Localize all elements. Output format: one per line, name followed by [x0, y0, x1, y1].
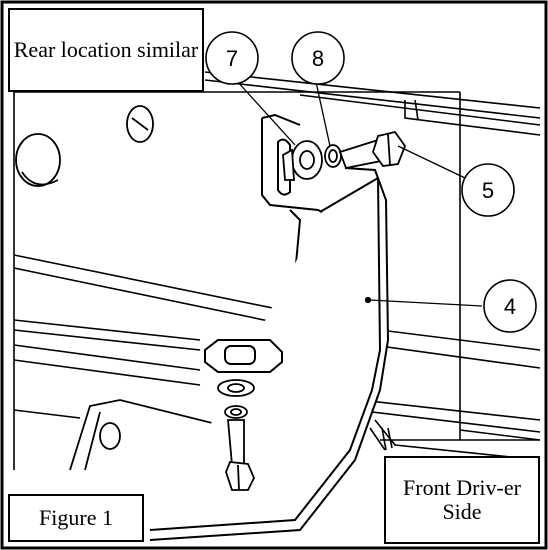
caption-figure-number: Figure 1	[8, 494, 144, 542]
leader-lines	[235, 79, 483, 307]
callout-label-7: 7	[226, 46, 238, 71]
washer-part-7	[282, 140, 323, 181]
callout-8: 8	[291, 31, 345, 85]
caption-front-driver-side-text: Front Driv-er Side	[403, 475, 521, 524]
callout-5: 5	[461, 163, 515, 217]
bolt-part-5	[338, 130, 407, 170]
lower-bolt-stack	[217, 379, 255, 491]
caption-rear-location-text: Rear location similar	[13, 37, 199, 63]
rail-holes	[15, 105, 154, 187]
lockwasher-part-8	[324, 144, 342, 168]
caption-front-driver-side: Front Driv-er Side	[384, 456, 540, 544]
caption-figure-number-text: Figure 1	[39, 505, 113, 531]
callout-7: 7	[205, 31, 259, 85]
callout-label-5: 5	[482, 178, 494, 203]
callout-label-8: 8	[312, 46, 324, 71]
callout-4: 4	[483, 279, 537, 333]
bracket-part-4	[149, 113, 390, 541]
caption-rear-location: Rear location similar	[8, 8, 204, 92]
lower-crossmember	[69, 399, 241, 471]
callout-label-4: 4	[504, 294, 516, 319]
